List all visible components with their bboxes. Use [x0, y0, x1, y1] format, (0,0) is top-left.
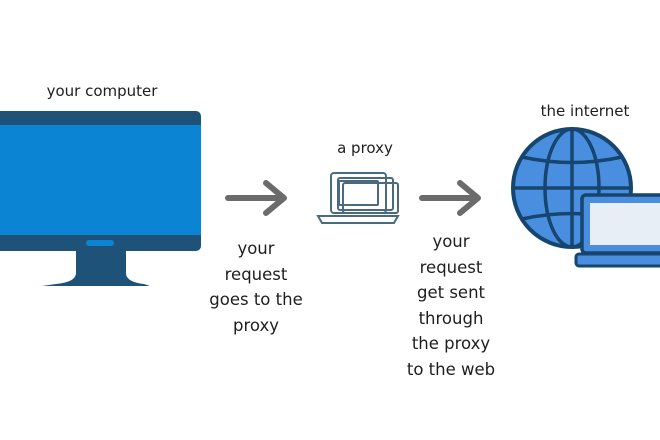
stacked-laptops-icon — [316, 172, 400, 224]
caption-line: your — [237, 239, 275, 258]
caption-line: the proxy — [411, 334, 491, 353]
caption-line: request — [224, 264, 288, 284]
desktop-monitor-icon — [0, 111, 201, 286]
caption-line: proxy — [232, 315, 279, 335]
globe-with-laptop-icon — [511, 127, 660, 268]
proxy-label: a proxy — [337, 139, 393, 157]
caption-line: request — [419, 257, 483, 277]
step-caption-1: your request goes to the proxy — [196, 236, 316, 338]
caption-line: goes to the — [209, 290, 303, 309]
step-caption-2: your request get sent through the proxy … — [391, 229, 511, 382]
computer-label: your computer — [46, 82, 158, 100]
caption-line: get sent — [416, 283, 485, 302]
caption-line: to the web — [406, 359, 496, 379]
right-arrow-icon — [225, 180, 287, 216]
right-arrow-icon — [419, 180, 481, 216]
caption-line: your — [432, 232, 470, 251]
caption-line: through — [418, 308, 484, 328]
internet-label: the internet — [540, 102, 630, 120]
